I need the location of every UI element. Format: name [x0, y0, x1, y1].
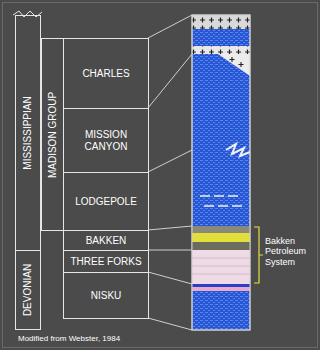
period-label: DEVONIAN [22, 264, 34, 316]
formation-box: BAKKEN [63, 230, 149, 251]
period-box: MISSISSIPPIAN [15, 15, 41, 251]
formation-name: THREE FORKS [70, 256, 141, 268]
formation-name: BAKKEN [86, 235, 127, 247]
formation-name: LODGEPOLE [75, 196, 137, 208]
formation-box: LODGEPOLE [63, 172, 149, 231]
formation-box: MISSION CANYON [63, 108, 149, 173]
formation-box: CHARLES [63, 38, 149, 109]
bracket-label: Bakken Petroleum System [265, 236, 317, 267]
formation-name: CHARLES [82, 68, 129, 80]
period-box: DEVONIAN [15, 250, 41, 330]
formation-name: MISSION CANYON [66, 129, 146, 152]
formation-box: THREE FORKS [63, 250, 149, 273]
group-box: MADISON GROUP [41, 38, 64, 231]
source-caption: Modified from Webster, 1984 [18, 334, 120, 343]
period-label: MADISON GROUP [47, 91, 59, 177]
formation-box: NISKU [63, 272, 149, 319]
period-label: MISSISSIPPIAN [22, 96, 34, 169]
formation-name: NISKU [91, 290, 122, 302]
